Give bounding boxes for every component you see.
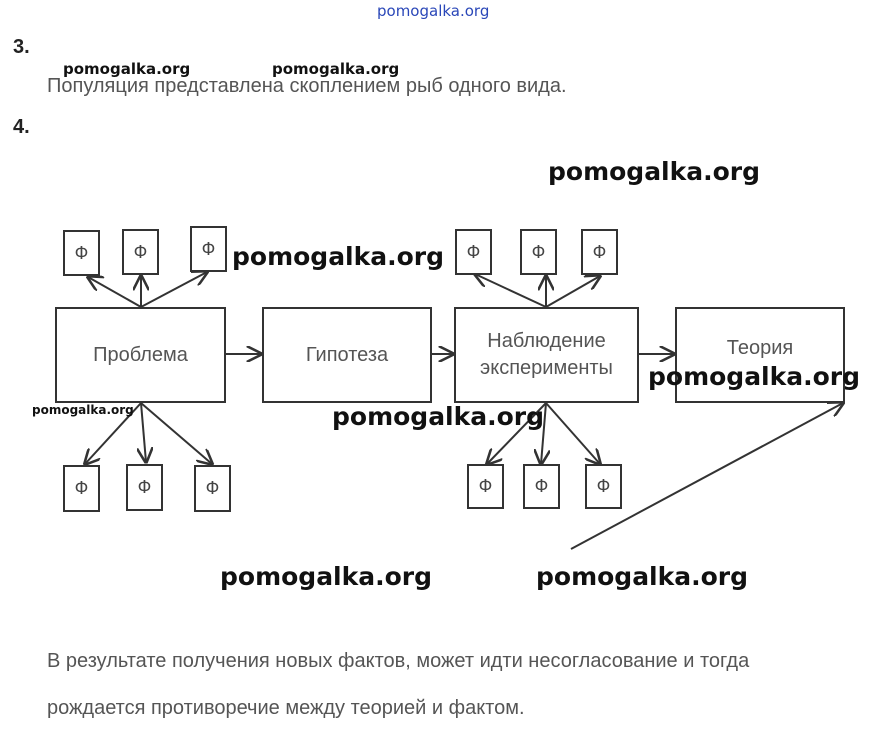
fact-box: Ф [63, 465, 100, 512]
fact-box: Ф [581, 229, 618, 275]
watermark: pomogalka.org [63, 60, 191, 78]
arrow-observation-fact-down-1 [487, 402, 547, 464]
box-observation: Наблюдение эксперименты [454, 307, 639, 403]
conclusion-line-2: рождается противоречие между теорией и ф… [47, 697, 525, 719]
box-hypothesis: Гипотеза [262, 307, 432, 403]
watermark-top: pomogalka.org [377, 2, 490, 20]
box-hypothesis-label: Гипотеза [305, 343, 389, 366]
arrow-problem-fact-down-1 [85, 402, 142, 464]
box-theory-label: Теория [726, 336, 794, 359]
fact-box: Ф [585, 464, 622, 509]
fact-box: Ф [122, 229, 159, 275]
fact-box: Ф [190, 226, 227, 272]
item-3-answer: Популяция представлена скоплением рыб од… [47, 75, 567, 97]
watermark: pomogalka.org [220, 562, 433, 591]
arrow-observation-fact-up-1 [475, 274, 547, 308]
arrow-observation-fact-down-3 [545, 402, 600, 464]
fact-box: Ф [455, 229, 492, 275]
fact-box: Ф [523, 464, 560, 509]
item-3-number: 3. [13, 36, 30, 58]
fact-box: Ф [194, 465, 231, 512]
watermark: pomogalka.org [332, 402, 545, 431]
fact-box: Ф [63, 230, 100, 276]
fact-box: Ф [467, 464, 504, 509]
arrow-problem-fact-down-2 [141, 402, 146, 462]
fact-box: Ф [520, 229, 557, 275]
conclusion-line-1: В результате получения новых фактов, мож… [47, 650, 750, 672]
arrow-observation-fact-up-3 [545, 276, 600, 308]
item-4-number: 4. [13, 116, 30, 138]
watermark: pomogalka.org [272, 60, 400, 78]
arrow-problem-fact-up-3 [140, 272, 207, 308]
box-observation-label-2: эксперименты [480, 357, 613, 379]
box-problem-label: Проблема [93, 343, 188, 366]
box-theory: Теория [675, 307, 845, 403]
watermark: pomogalka.org [536, 562, 749, 591]
arrow-problem-fact-down-3 [140, 402, 212, 464]
watermark: pomogalka.org [232, 242, 445, 271]
arrow-observation-fact-down-2 [541, 402, 546, 464]
watermark: pomogalka.org [648, 362, 861, 391]
watermark: pomogalka.org [548, 157, 761, 186]
arrow-problem-fact-up-1 [88, 277, 142, 308]
arrow-to-theory-diagonal [570, 403, 843, 550]
fact-box: Ф [126, 464, 163, 511]
box-observation-label-1: Наблюдение [487, 330, 606, 352]
box-problem: Проблема [55, 307, 226, 403]
watermark: pomogalka.org [32, 403, 134, 417]
